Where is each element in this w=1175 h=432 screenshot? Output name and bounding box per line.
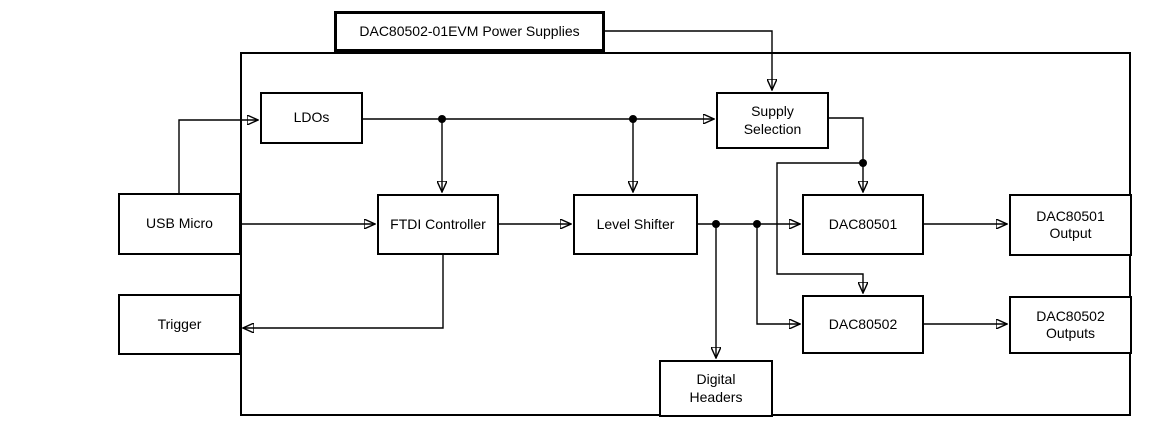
node-power-supplies: DAC80502-01EVM Power Supplies: [334, 11, 605, 52]
node-digital-headers: Digital Headers: [659, 360, 773, 417]
node-supply-selection-label: Supply Selection: [743, 103, 802, 137]
node-level-shifter-label: Level Shifter: [596, 215, 675, 232]
node-trigger-label: Trigger: [157, 315, 202, 332]
node-usb-micro: USB Micro: [118, 193, 241, 255]
node-ldos: LDOs: [260, 92, 363, 144]
node-ldos-label: LDOs: [293, 109, 330, 126]
node-supply-selection: Supply Selection: [716, 92, 829, 149]
node-dac80502-outputs-label: DAC80502 Outputs: [1036, 307, 1105, 342]
node-dac80502-label: DAC80502: [828, 315, 898, 332]
node-digital-headers-label: Digital Headers: [689, 371, 743, 405]
node-ftdi-controller: FTDI Controller: [377, 194, 499, 255]
node-usb-micro-label: USB Micro: [146, 215, 213, 232]
node-dac80501-output-label: DAC80501 Output: [1036, 207, 1105, 242]
node-dac80501-output: DAC80501 Output: [1009, 194, 1132, 256]
node-ftdi-controller-label: FTDI Controller: [390, 215, 486, 232]
node-power-supplies-label: DAC80502-01EVM Power Supplies: [359, 22, 580, 39]
node-dac80501-label: DAC80501: [828, 215, 898, 232]
node-dac80501: DAC80501: [802, 194, 924, 255]
node-trigger: Trigger: [118, 294, 241, 355]
node-dac80502: DAC80502: [802, 295, 924, 354]
node-level-shifter: Level Shifter: [573, 194, 698, 255]
node-dac80502-outputs: DAC80502 Outputs: [1009, 296, 1132, 354]
